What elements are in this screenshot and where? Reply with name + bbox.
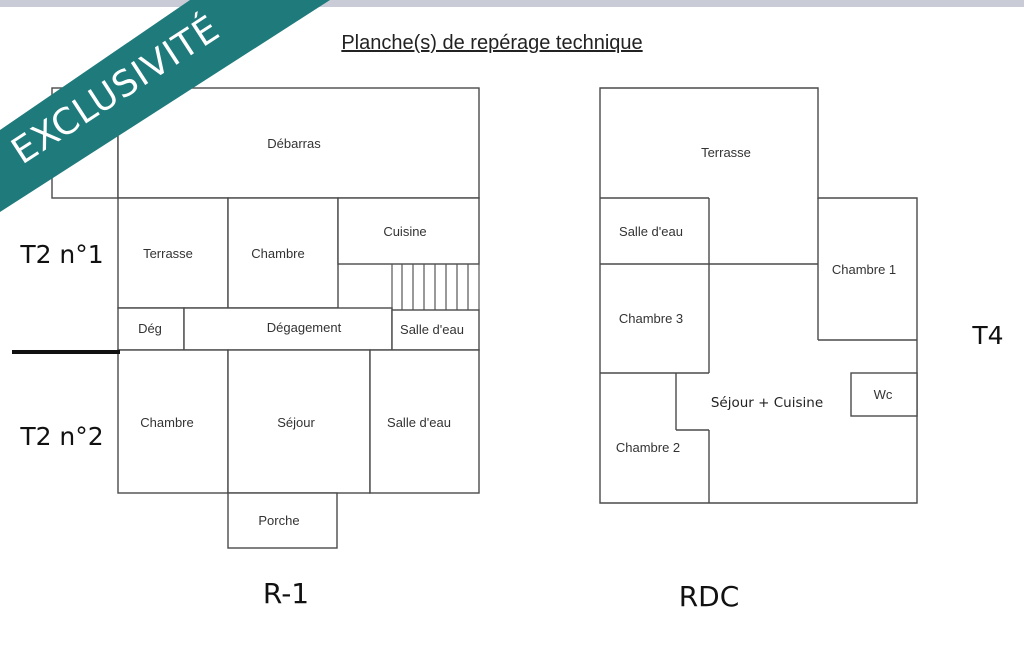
label-salle-eau-bottom: Salle d'eau [387, 415, 451, 430]
label-chambre-2: Chambre 2 [616, 440, 680, 455]
label-chambre-1: Chambre 1 [832, 262, 896, 277]
label-sejour-cuisine: Séjour + Cuisine [711, 395, 823, 411]
level-label-r-1: R-1 [263, 577, 309, 610]
rdc-outline [599, 87, 918, 504]
label-wc: Wc [874, 387, 893, 402]
room-deg [117, 307, 185, 351]
room-degagement [183, 307, 393, 351]
room-sejour [227, 349, 371, 494]
label-deg: Dég [138, 321, 162, 336]
room-wc [850, 372, 918, 417]
unit-label-t2-1: T2 n°1 [19, 240, 103, 269]
unit-label-t4: T4 [971, 321, 1003, 350]
room-salle-eau-top [391, 309, 480, 351]
label-salle-eau-rdc: Salle d'eau [619, 224, 683, 239]
label-debarras: Débarras [267, 136, 321, 151]
label-sejour: Séjour [277, 415, 315, 430]
label-terrasse-r1: Terrasse [143, 246, 193, 261]
label-chambre-top: Chambre [251, 246, 304, 261]
label-cuisine: Cuisine [383, 224, 426, 239]
room-cuisine [337, 197, 480, 265]
label-terrasse-rdc: Terrasse [701, 145, 751, 160]
label-salle-eau-top: Salle d'eau [400, 322, 464, 337]
room-porche [227, 492, 338, 549]
plan-rdc: Terrasse Salle d'eau Chambre 1 Chambre 3… [599, 87, 1004, 613]
room-chambre-top [227, 197, 339, 309]
label-chambre-3: Chambre 3 [619, 311, 683, 326]
label-chambre-bottom: Chambre [140, 415, 193, 430]
unit-label-t2-2: T2 n°2 [19, 422, 103, 451]
room-salle-eau-bottom [369, 349, 480, 494]
room-small-left [51, 87, 119, 199]
plan-r-1: Débarras Terrasse Chambre Cuisine Dég Dé… [12, 87, 480, 610]
label-degagement: Dégagement [267, 320, 342, 335]
top-bar [0, 0, 1024, 7]
label-porche: Porche [258, 513, 299, 528]
page-title: Planche(s) de repérage technique [341, 32, 643, 54]
level-label-rdc: RDC [679, 580, 740, 613]
